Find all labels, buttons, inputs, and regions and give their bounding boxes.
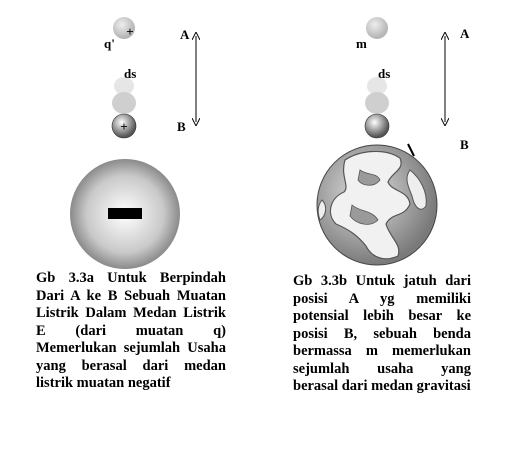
charge-ghost-top <box>113 17 135 39</box>
mass-label-m: m <box>356 36 367 51</box>
left-figure: + + q' ds A B <box>70 17 196 269</box>
charge-plus-sign-bottom: + <box>120 119 127 134</box>
charge-ghost-mid <box>114 77 134 95</box>
test-charge <box>111 113 137 139</box>
label-a-right: A <box>460 26 470 41</box>
charge-plus-sign-top: + <box>126 24 133 39</box>
charge-ghost-low <box>112 92 136 114</box>
caption-left: Gb 3.3a Untuk Berpindah Dari A ke B Sebu… <box>36 270 226 391</box>
earth-tick-mark <box>407 143 415 157</box>
charge-label-q: q' <box>104 36 115 51</box>
falling-mass <box>364 113 390 139</box>
minus-sign <box>108 208 142 219</box>
label-ds-left: ds <box>124 66 136 81</box>
caption-right: Gb 3.3b Untuk jatuh dari posisi A yg mem… <box>293 273 471 394</box>
label-b-left: B <box>177 119 186 134</box>
right-figure: m ds A B <box>316 17 470 266</box>
earth-icon <box>316 144 438 266</box>
mass-ghost-low <box>365 92 389 114</box>
mass-ghost-mid <box>367 77 387 95</box>
label-a-left: A <box>180 27 190 42</box>
label-b-right: B <box>460 137 469 152</box>
mass-ghost-top <box>366 17 388 39</box>
label-ds-right: ds <box>378 66 390 81</box>
